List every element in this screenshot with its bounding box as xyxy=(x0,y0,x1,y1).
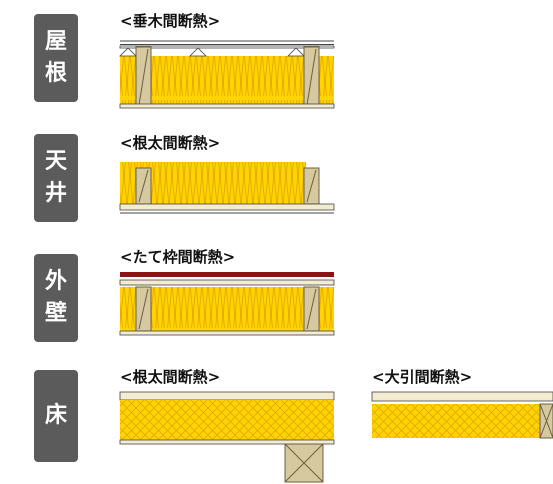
diagram-ceiling-joist-insulation xyxy=(119,162,335,214)
heading-ceiling-joist-insulation: <根太間断熱> xyxy=(120,134,221,152)
floor-joist-insulation-board xyxy=(120,400,334,440)
floor-sleeper-insulation-board xyxy=(372,404,540,438)
row-label-roof-line1: 屋 xyxy=(44,29,67,55)
heading-sleeper-insulation: <大引間断熱> xyxy=(372,368,473,386)
heading-floor-joist-insulation: <根太間断熱> xyxy=(120,368,221,386)
row-label-wall: 外 壁 xyxy=(34,254,78,342)
diagram-roof-rafter-insulation xyxy=(119,40,335,109)
row-label-roof-line2: 根 xyxy=(44,61,67,86)
row-label-floor-line1: 床 xyxy=(44,403,67,429)
wall-stud-left xyxy=(135,286,152,332)
row-label-ceiling-line1: 天 xyxy=(44,149,67,175)
row-label-wall-line1: 外 xyxy=(44,269,67,295)
row-label-ceiling: 天 井 xyxy=(34,134,78,222)
floor-sleeper-post xyxy=(539,403,553,439)
diagram-floor-joist-insulation xyxy=(119,391,335,483)
row-label-wall-line2: 壁 xyxy=(44,301,67,326)
diagram-wall-stud-insulation xyxy=(119,272,335,336)
floor-sleeper-beam xyxy=(284,443,324,483)
diagram-floor-sleeper-insulation xyxy=(371,391,553,439)
roof-rafter-left xyxy=(135,46,152,108)
wall-insulation xyxy=(120,287,334,331)
ceiling-joist-left xyxy=(135,167,152,205)
ceiling-joist-right xyxy=(303,167,320,205)
wall-exterior-cladding xyxy=(120,272,334,277)
row-label-roof: 屋 根 xyxy=(34,14,78,102)
row-label-floor: 床 xyxy=(34,370,78,462)
heading-rafter-insulation: <垂木間断熱> xyxy=(120,12,221,30)
roof-rafter-right xyxy=(303,46,320,108)
wall-stud-right xyxy=(303,286,320,332)
roof-insulation xyxy=(120,56,334,104)
heading-stud-insulation: <たて枠間断熱> xyxy=(120,248,236,266)
row-label-ceiling-line2: 井 xyxy=(44,181,67,206)
